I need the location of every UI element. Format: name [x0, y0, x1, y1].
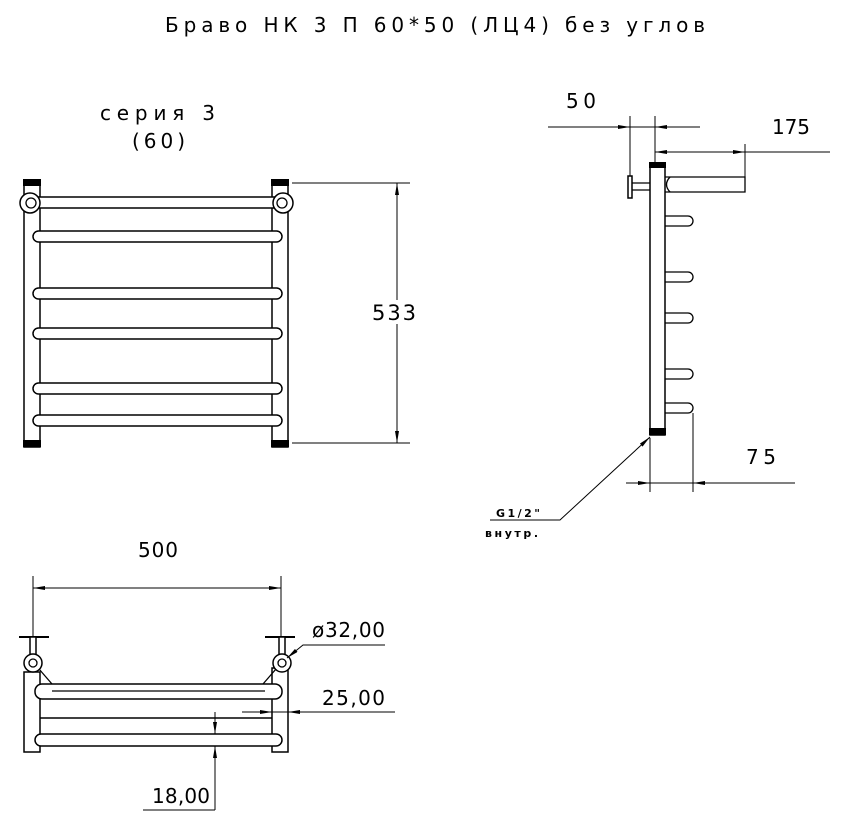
series-code: (60) [132, 129, 185, 153]
side-rung [665, 402, 694, 414]
diameter-leader-line [286, 644, 385, 659]
side-rung [665, 368, 694, 380]
rung [32, 287, 283, 300]
left-post-bottom-cap [23, 440, 41, 447]
right-mount-stem [278, 636, 286, 656]
thread-label: G1/2" [496, 507, 540, 520]
side-post [649, 164, 666, 436]
side-top-rail-joint [665, 176, 671, 193]
diameter-dimension-label: ø32,00 [312, 618, 385, 642]
top-view: 500 ø32,00 25,00 18,00 [19, 538, 395, 811]
wall-gap-dimension-label: 50 [566, 89, 596, 113]
left-rail-connector [38, 668, 53, 685]
height-dimension-label: 533 [372, 301, 416, 325]
post-dimension-label: 25,00 [322, 686, 385, 710]
right-rail-ball-inner [276, 197, 288, 209]
left-mount-ball-inner [28, 658, 38, 668]
right-mount-ball-inner [277, 658, 287, 668]
top-rail-dimension-label: 175 [772, 115, 810, 139]
right-post-bottom-cap [271, 440, 289, 447]
left-rail-ball-inner [25, 197, 37, 209]
top-view-bottom-rung [34, 733, 283, 747]
left-post [23, 179, 41, 448]
side-top-rail [665, 176, 746, 193]
right-mount-ball [272, 653, 292, 673]
top-rail [35, 196, 279, 209]
width-dimension-label: 500 [138, 538, 178, 562]
thread-note: внутр. [485, 527, 538, 540]
right-post [271, 179, 289, 448]
rung [32, 414, 283, 427]
series-label: серия 3 [100, 101, 215, 125]
side-rung [665, 312, 694, 324]
side-rung [665, 215, 694, 227]
right-post-top-cap [271, 179, 289, 186]
left-rail-ball [19, 192, 41, 214]
left-post-top-cap [23, 179, 41, 186]
wall-bracket-plate [627, 175, 633, 199]
height-label-background [369, 300, 419, 324]
rung-dimension-label: 75 [746, 445, 776, 469]
side-post-bottom-cap [649, 428, 666, 435]
side-rung [665, 271, 694, 283]
right-rail-connector [262, 668, 277, 685]
rung-diameter-label: 18,00 [152, 784, 210, 808]
drawing-title: Браво НК 3 П 60*50 (ЛЦ4) без углов [165, 13, 705, 37]
left-mount-stem [29, 636, 37, 656]
rung [32, 230, 283, 243]
left-mount-ball [23, 653, 43, 673]
rung [32, 327, 283, 340]
side-post-top-cap [649, 162, 666, 168]
right-rail-ball [272, 192, 294, 214]
thread-leader-line [490, 436, 651, 521]
side-view: 50 175 75 G1/2" внутр. [485, 89, 830, 540]
front-view: серия 3 (60) 533 [19, 101, 419, 448]
rung [32, 382, 283, 395]
